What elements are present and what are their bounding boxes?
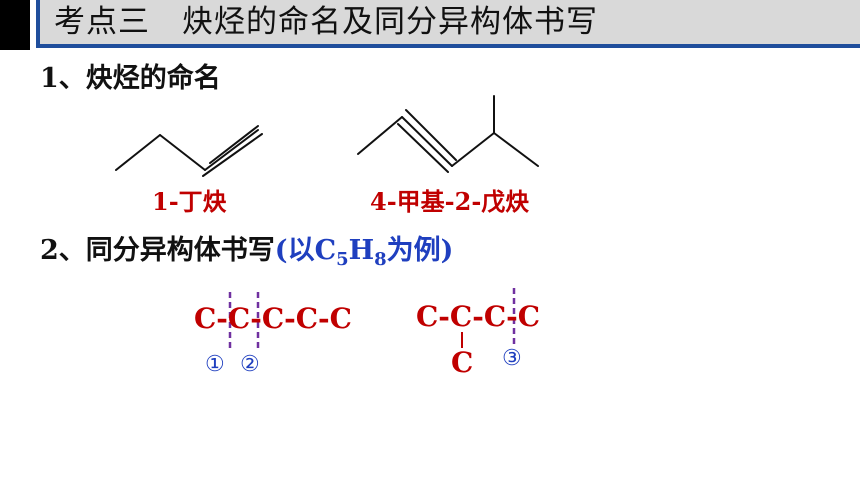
molecule-1-name: 1-丁炔 (152, 187, 227, 216)
isomer-1-chain: C-C-C-C-C (194, 302, 352, 335)
molecule-2-name: 4-甲基-2-戊炔 (370, 187, 530, 216)
isomer-2-branch: C (451, 346, 474, 379)
page-title: 考点三 炔烃的命名及同分异构体书写 (54, 4, 598, 40)
section-2-paren: (以C5H8为例) (274, 235, 454, 270)
header-left-bar (0, 0, 30, 50)
section-2-title-main: 2、同分异构体书写 (40, 235, 275, 266)
header-band (36, 0, 860, 44)
cut-mark-2: ② (240, 352, 260, 377)
cut-mark-1: ① (205, 352, 225, 377)
header-underline (36, 44, 860, 48)
cut-mark-3: ③ (502, 346, 522, 371)
section-2-title: 2、同分异构体书写(以C5H8为例) (40, 228, 453, 270)
section-1-title: 1、炔烃的命名 (40, 63, 221, 94)
isomer-2-chain: C-C-C-C (416, 300, 541, 333)
